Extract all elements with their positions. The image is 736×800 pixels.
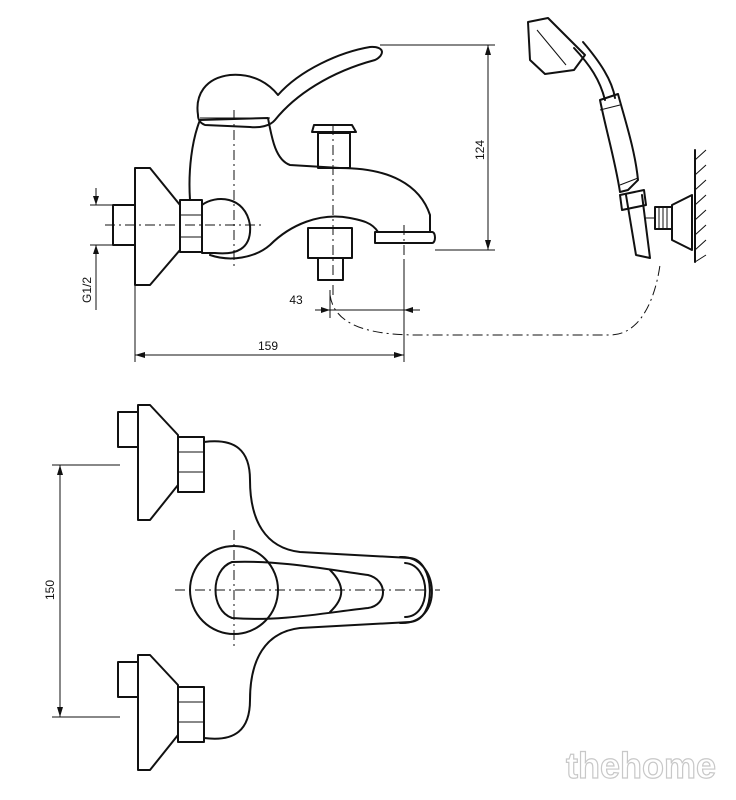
shower-connector: [307, 227, 353, 259]
shower-handle: [599, 93, 639, 193]
dimension-offset: 43: [289, 260, 420, 318]
shower-head: [527, 17, 586, 75]
watermark: thehome: [566, 745, 716, 786]
inlet-top: [117, 411, 139, 448]
lever-handle-front: [214, 560, 384, 620]
wall-flange-side: [134, 167, 181, 286]
wall-hatch: [694, 149, 707, 263]
height-label: 124: [473, 140, 487, 160]
front-view: [117, 404, 440, 771]
dimension-projection: 159: [134, 285, 405, 362]
spout-outlet: [374, 231, 436, 244]
projection-label: 159: [258, 339, 278, 353]
hose-path: [329, 264, 661, 336]
thread-label: G1/2: [80, 277, 94, 303]
dimension-thread: G1/2: [80, 188, 113, 310]
dimension-height: 124: [380, 44, 495, 251]
offset-label: 43: [289, 293, 303, 307]
hand-shower: [527, 17, 707, 263]
hex-nut-side: [179, 199, 203, 253]
shower-holder: [671, 194, 693, 251]
dimension-center-distance: 150: [43, 464, 120, 718]
mixer-body-side: [201, 198, 252, 255]
lever-handle-side: [196, 45, 383, 129]
center-distance-label: 150: [43, 580, 57, 600]
inlet-bottom: [117, 661, 139, 698]
diverter-knob: [317, 132, 351, 169]
side-view: [105, 45, 661, 336]
